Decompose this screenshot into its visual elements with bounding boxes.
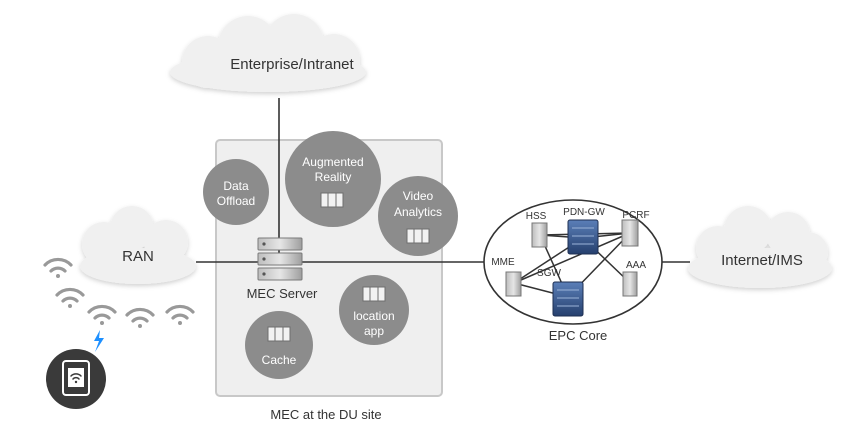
network-links	[196, 98, 690, 263]
wifi-icon	[125, 307, 155, 328]
hss-node-icon	[531, 222, 548, 248]
ran-cloud	[80, 206, 196, 284]
wifi-icon	[43, 257, 73, 278]
cache-bubble: Cache	[245, 311, 313, 379]
ran-cloud-label: RAN	[122, 248, 154, 265]
internet-cloud	[688, 206, 832, 288]
database-icon	[320, 192, 344, 208]
data-offload-bubble: Data Offload	[203, 159, 269, 225]
hss-label: HSS	[526, 211, 547, 222]
svg-text:Reality: Reality	[315, 170, 352, 184]
svg-text:Data: Data	[223, 179, 249, 193]
augmented-reality-bubble: Augmented Reality	[285, 131, 381, 227]
internet-cloud-label: Internet/IMS	[721, 252, 803, 269]
svg-text:app: app	[364, 324, 384, 338]
aaa-label: AAA	[626, 260, 646, 271]
wifi-signals	[43, 257, 195, 328]
lightning-bolt-icon	[94, 330, 104, 352]
enterprise-cloud-label: Enterprise/Intranet	[230, 56, 354, 73]
mec-server-label: MEC Server	[247, 286, 318, 301]
sgw-label: SGW	[537, 268, 561, 279]
wifi-icon	[87, 304, 117, 325]
svg-text:Offload: Offload	[217, 194, 255, 208]
mobile-device-icon	[46, 349, 106, 409]
enterprise-cloud	[170, 14, 366, 92]
svg-text:Augmented: Augmented	[302, 155, 363, 169]
svg-text:location: location	[353, 309, 394, 323]
svg-text:Cache: Cache	[262, 353, 297, 367]
pcrf-node-icon	[621, 219, 639, 247]
svg-text:Analytics: Analytics	[394, 205, 442, 219]
sgw-node-icon	[552, 281, 584, 317]
pdn-gw-label: PDN-GW	[563, 207, 605, 218]
location-app-bubble: location app	[339, 275, 409, 345]
mec-site-label: MEC at the DU site	[270, 407, 381, 422]
mme-node-icon	[505, 271, 522, 297]
epc-core-ellipse	[483, 199, 663, 325]
svg-text:Video: Video	[403, 189, 434, 203]
database-icon	[406, 228, 430, 244]
epc-core-label: EPC Core	[549, 328, 608, 343]
database-icon	[362, 286, 386, 302]
wifi-icon	[165, 304, 195, 325]
mec-server-icon	[257, 237, 303, 281]
mme-label: MME	[491, 257, 515, 268]
database-icon	[267, 326, 291, 342]
pdn-gw-node-icon	[567, 219, 599, 255]
wifi-icon	[55, 287, 85, 308]
pcrf-label: PCRF	[622, 210, 649, 221]
aaa-node-icon	[622, 271, 638, 297]
video-analytics-bubble: Video Analytics	[378, 176, 458, 256]
